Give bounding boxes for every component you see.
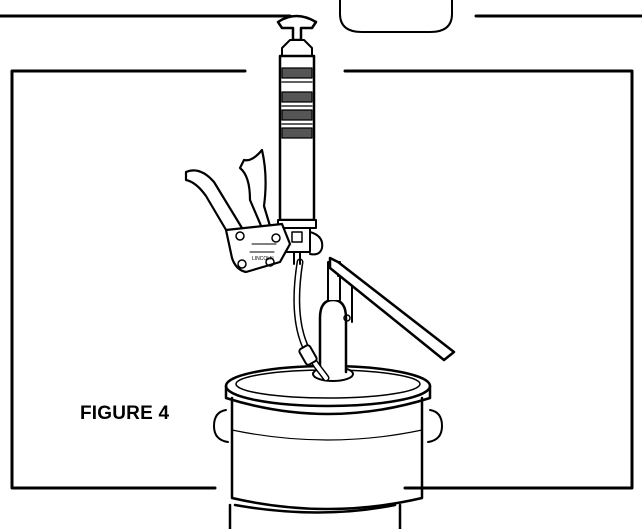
figure-border [10,69,634,490]
grease-hose [293,258,330,382]
figure-caption: FIGURE 4 [80,403,170,424]
previous-figure-frame [0,0,642,33]
bucket-pump [312,256,456,382]
bucket-stand [228,503,402,529]
grease-gun: LINCOLN [184,14,324,274]
gun-brand-label: LINCOLN [252,256,274,262]
